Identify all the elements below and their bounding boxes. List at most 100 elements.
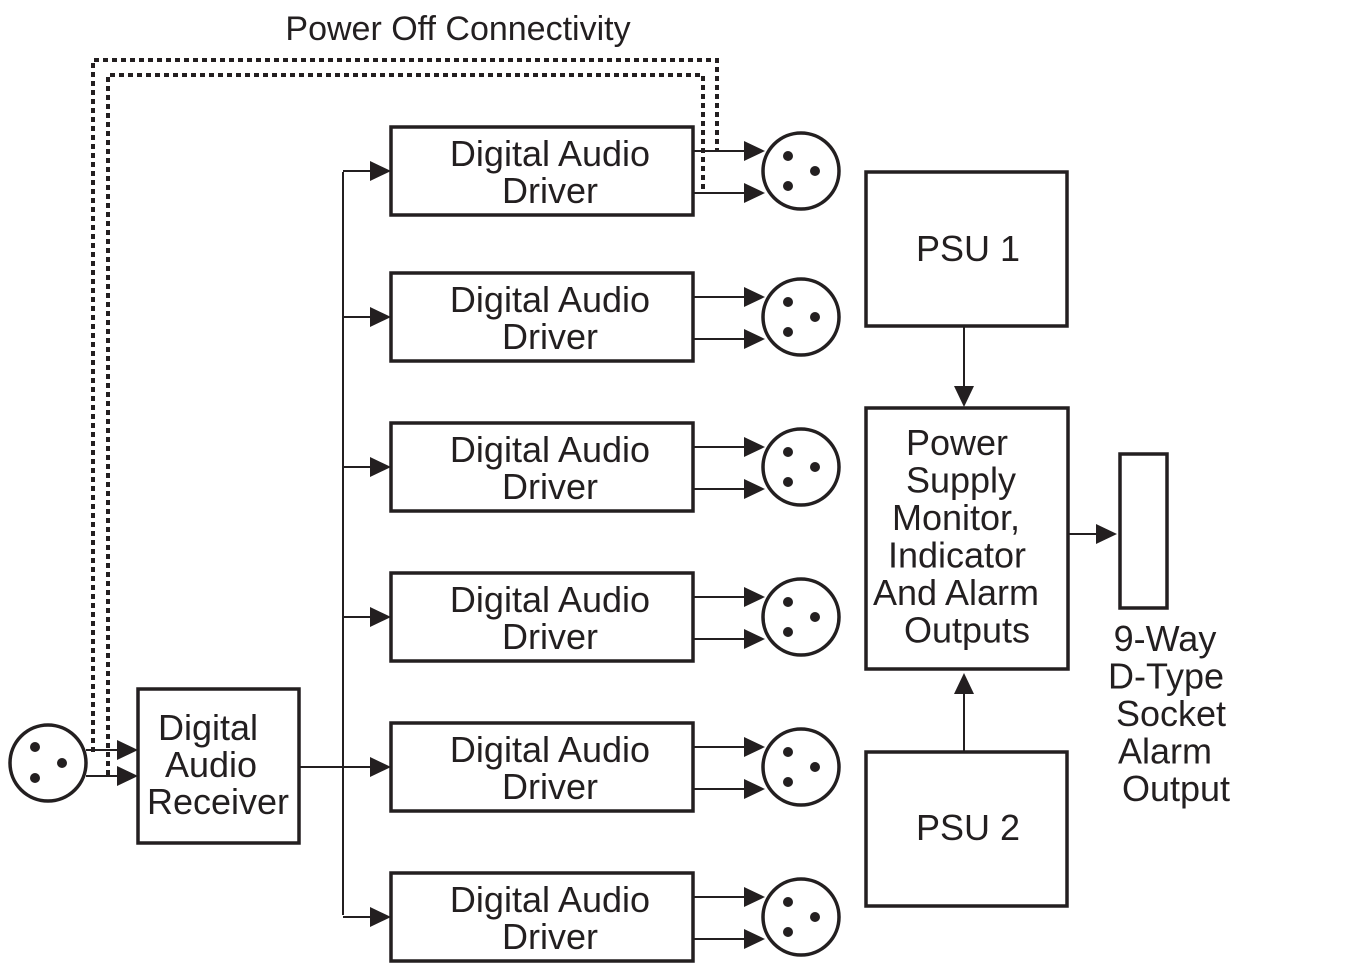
distribution-bus	[299, 172, 372, 915]
connector-6-pin-2	[810, 912, 820, 922]
digital-audio-driver-4	[389, 571, 695, 663]
monitor-label-line-1: Power	[906, 422, 1008, 463]
output-xlr-connector-5	[761, 727, 841, 807]
connector-2-pin-1	[783, 297, 793, 307]
digital-audio-driver-2	[389, 271, 695, 363]
connector-3-pin-3	[783, 477, 793, 487]
driver-4-output-arrow-b	[744, 629, 765, 649]
driver-2-label-line-1: Digital Audio	[450, 279, 650, 320]
psu-1-to-monitor-arrow	[954, 327, 974, 407]
diagram-title: Power Off Connectivity	[285, 10, 630, 48]
driver-3-output-arrow-a	[744, 437, 765, 457]
monitor-label-line-6: Outputs	[904, 610, 1030, 651]
driver-1-output-arrow-b	[744, 183, 765, 203]
socket-label-line-3: Socket	[1116, 693, 1226, 734]
psu-2-label: PSU 2	[916, 807, 1020, 848]
input-wires	[86, 740, 138, 786]
connector-4-pin-1	[783, 597, 793, 607]
connector-6-pin-3	[783, 927, 793, 937]
driver-2-output-arrow-b	[744, 329, 765, 349]
monitor-label-line-4: Indicator	[888, 535, 1026, 576]
digital-audio-driver-1	[389, 125, 695, 217]
monitor-label-line-3: Monitor,	[892, 497, 1020, 538]
socket-label-line-1: 9-Way	[1114, 618, 1217, 659]
svg-text:Digital Audio Receiver: Digital Audio Receiver	[147, 707, 289, 822]
receiver-label-line-1: Digital	[158, 707, 258, 748]
connector-4-pin-2	[810, 612, 820, 622]
bus-arrow-4	[370, 607, 391, 627]
psu-2-box	[864, 750, 1069, 908]
driver-1-output-arrow-a	[744, 141, 765, 161]
digital-audio-driver-6	[389, 871, 695, 963]
connector-3-pin-1	[783, 447, 793, 457]
socket-label-line-4: Alarm	[1118, 731, 1212, 772]
connector-1-pin-3	[783, 181, 793, 191]
driver-2-label-line-2: Driver	[502, 316, 598, 357]
connector-4-pin-3	[783, 627, 793, 637]
connector-5-pin-2	[810, 762, 820, 772]
output-xlr-connector-3	[761, 427, 841, 507]
psu-1-label: PSU 1	[916, 228, 1020, 269]
power-supply-monitor-box	[864, 406, 1070, 671]
driver-6-output-arrow-b	[744, 929, 765, 949]
connector-2-pin-2	[810, 312, 820, 322]
svg-text:9-Way D-Type Socket: 9-Way D-Type Socket Alarm Output	[1108, 618, 1236, 809]
driver-5-output-arrow-a	[744, 737, 765, 757]
connector-2-pin-3	[783, 327, 793, 337]
connector-5-pin-1	[783, 747, 793, 757]
output-xlr-connector-2	[761, 277, 841, 357]
driver-2-output-arrow-a	[744, 287, 765, 307]
monitor-label-line-2: Supply	[906, 460, 1016, 501]
output-xlr-connector-4	[761, 577, 841, 657]
driver-6-label-line-1: Digital Audio	[450, 879, 650, 920]
driver-5-label-line-1: Digital Audio	[450, 729, 650, 770]
driver-1-label-line-2: Driver	[502, 170, 598, 211]
digital-audio-driver-5	[389, 721, 695, 813]
connector-1-pin-1	[783, 151, 793, 161]
d-type-socket	[1118, 452, 1169, 610]
monitor-to-socket-arrow	[1068, 524, 1117, 544]
bus-arrow-5	[370, 757, 391, 777]
bus-arrow-6	[370, 907, 391, 927]
monitor-label-line-5: And Alarm	[873, 572, 1039, 613]
driver-5-label-line-2: Driver	[502, 766, 598, 807]
driver-4-label-line-1: Digital Audio	[450, 579, 650, 620]
svg-text:Power Supply Monitor,: Power Supply Monitor, Indicator And Alar…	[873, 422, 1049, 651]
socket-label-line-5: Output	[1122, 768, 1230, 809]
digital-audio-receiver-box	[136, 687, 301, 845]
bus-arrow-2	[370, 307, 391, 327]
digital-audio-driver-3	[389, 421, 695, 513]
driver-6-output-arrow-a	[744, 887, 765, 907]
driver-4-label-line-2: Driver	[502, 616, 598, 657]
driver-6-label-line-2: Driver	[502, 916, 598, 957]
bus-arrow-1	[370, 161, 391, 181]
output-xlr-connector-1	[761, 131, 841, 211]
socket-label-line-2: D-Type	[1108, 656, 1224, 697]
psu-1-box	[864, 170, 1069, 328]
connector-1-pin-2	[810, 166, 820, 176]
driver-3-label-line-1: Digital Audio	[450, 429, 650, 470]
driver-4-output-arrow-a	[744, 587, 765, 607]
bus-arrow-3	[370, 457, 391, 477]
psu-2-to-monitor-arrow	[954, 673, 974, 752]
receiver-label-line-3: Receiver	[147, 781, 289, 822]
driver-3-output-arrow-b	[744, 479, 765, 499]
driver-1-label-line-1: Digital Audio	[450, 133, 650, 174]
driver-5-output-arrow-b	[744, 779, 765, 799]
connector-3-pin-2	[810, 462, 820, 472]
connector-5-pin-3	[783, 777, 793, 787]
